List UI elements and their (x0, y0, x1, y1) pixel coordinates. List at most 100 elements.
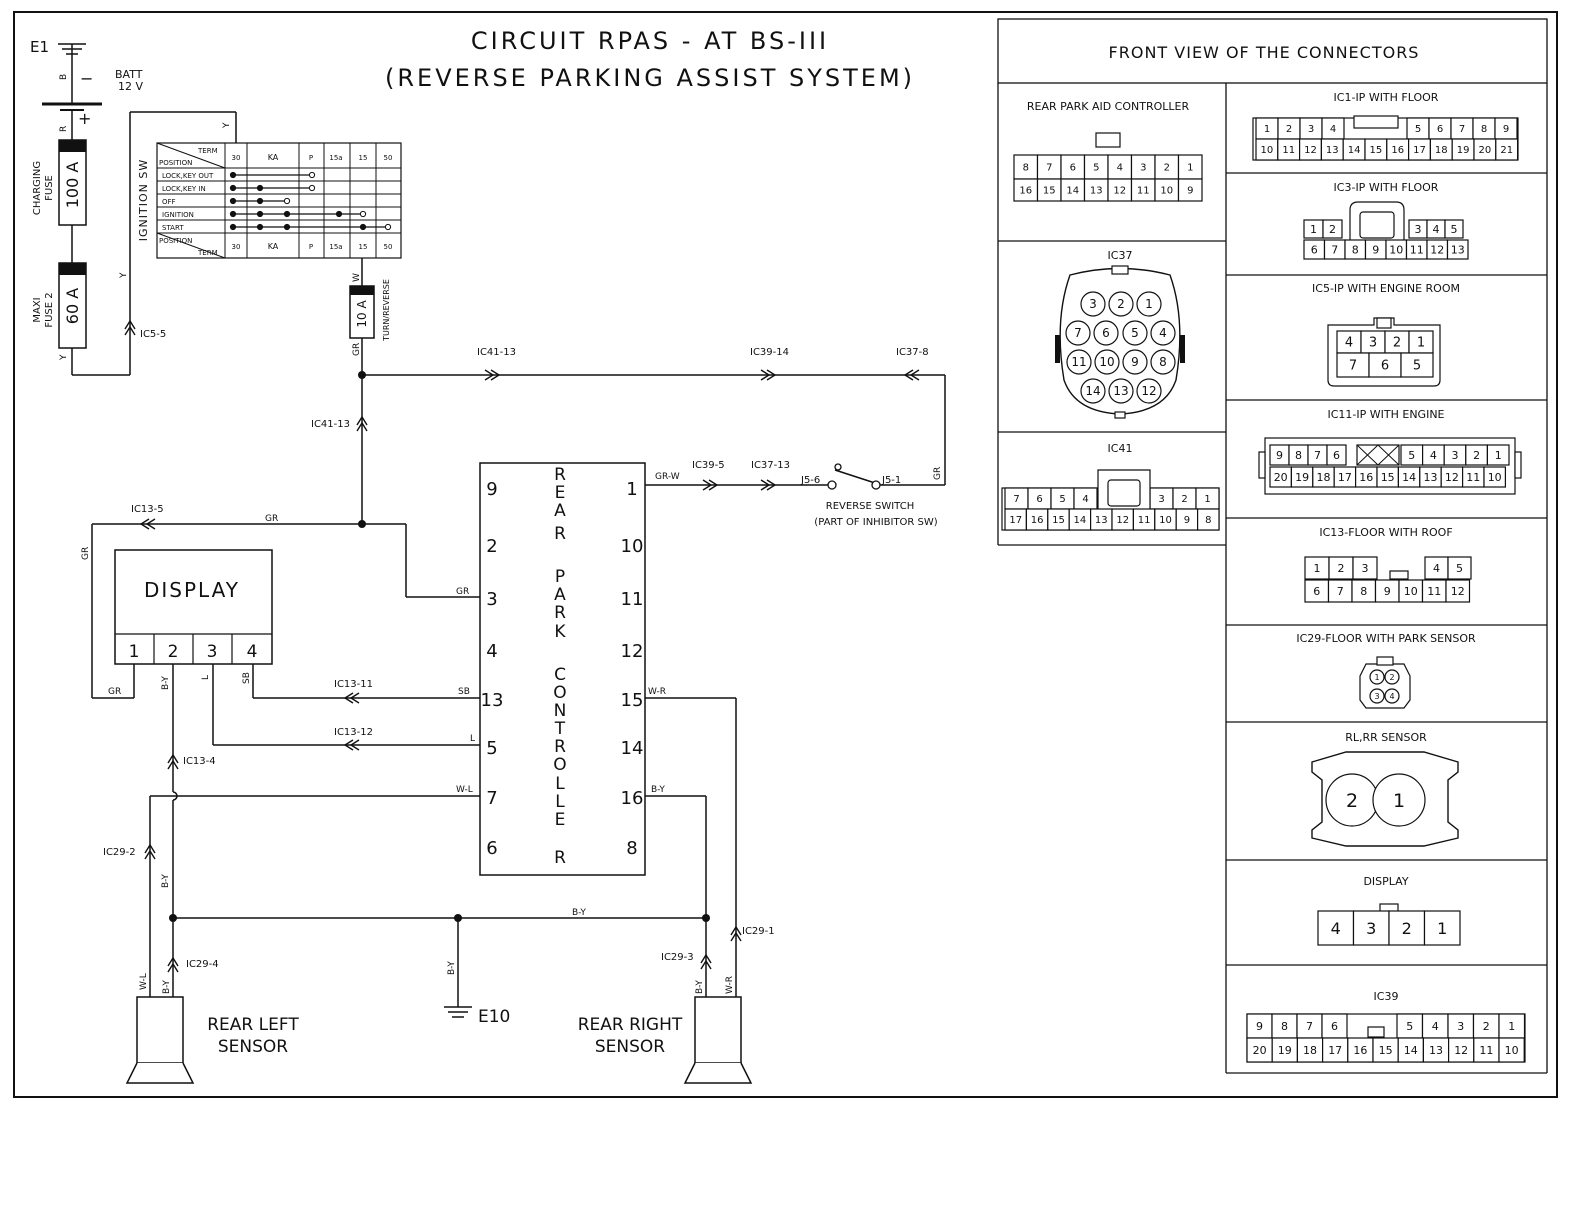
ic37-side (1180, 335, 1185, 363)
panel-header: FRONT VIEW OF THE CONNECTORS (1109, 43, 1420, 62)
rpac-pin: 7 (1046, 163, 1052, 174)
batt-plus: + (78, 109, 91, 128)
ic41-pin: 15 (1052, 515, 1065, 526)
ic39-cell (1422, 1037, 1450, 1063)
ic13-pin: 3 (1362, 562, 1369, 575)
ic11-pin: 13 (1424, 471, 1438, 484)
ic1-pin: 7 (1459, 124, 1465, 135)
controller-label-letter: O (553, 683, 566, 703)
wire-r-label: R (59, 126, 69, 132)
ign-row-label: LOCK,KEY IN (162, 185, 206, 193)
rlrr-cavity (1372, 773, 1426, 827)
ic39-pin: 8 (1281, 1020, 1288, 1033)
ic41-pin: 11 (1138, 515, 1151, 526)
controller-pin-right: 11 (621, 589, 644, 610)
ign-term: TERM (197, 147, 218, 155)
ic37-pin: 4 (1159, 326, 1167, 340)
reverse-switch-label: REVERSE SWITCH (826, 501, 914, 512)
ign-contact (283, 223, 291, 231)
ic3-pin: 12 (1430, 243, 1444, 256)
ic39-pin: 12 (1454, 1044, 1468, 1057)
ic37-pin: 11 (1071, 355, 1086, 369)
ic11-side (1514, 451, 1522, 479)
ic39-pin: 11 (1479, 1044, 1493, 1057)
ground-e10-label: E10 (478, 1007, 510, 1027)
rpac-pin: 13 (1090, 186, 1103, 197)
ignition-switch-table: TERMPOSITIONPOSITIONTERM3030KAKAPP15a15a… (156, 142, 402, 259)
controller-pin-right: 14 (621, 738, 644, 759)
ign-col-header: 30 (232, 154, 241, 162)
display-title: DISPLAY (144, 578, 240, 602)
ic3-title: IC3-IP WITH FLOOR (1334, 181, 1439, 194)
ic3-pin: 6 (1311, 243, 1318, 256)
ic13-pin: 11 (1427, 585, 1441, 598)
controller-label-letter: T (554, 719, 566, 739)
batt-minus: − (80, 69, 93, 88)
ic1-pin: 19 (1457, 145, 1470, 156)
ic1-title: IC1-IP WITH FLOOR (1334, 91, 1439, 104)
ic37-cavity (1108, 291, 1134, 317)
rpac-pin: 9 (1187, 186, 1193, 197)
controller-label-letter: C (554, 665, 566, 685)
rpac-latch (1095, 132, 1121, 148)
ic39-cell (1296, 1013, 1323, 1039)
ign-col-header: KA (268, 153, 279, 162)
ic11-pin: 17 (1338, 471, 1352, 484)
ic39-pin: 17 (1328, 1044, 1342, 1057)
rpac-pin: 5 (1093, 163, 1099, 174)
charging-fuse-label: CHARGING (32, 161, 43, 215)
batt-voltage: 12 V (118, 80, 143, 93)
ign-term: TERM (197, 249, 218, 257)
rlrr-pin: 2 (1346, 790, 1358, 812)
wire-by-label: B-Y (162, 980, 172, 994)
wire-l-label: L (470, 734, 475, 744)
ic13-pin: 2 (1338, 562, 1345, 575)
disp-conn-cell (1423, 910, 1461, 946)
wire-y-label: Y (222, 122, 232, 129)
ic29-pin: 2 (1389, 673, 1394, 682)
ign-contact (256, 197, 264, 205)
ic5-cell (1336, 352, 1370, 378)
rpac-pin: 3 (1140, 163, 1146, 174)
controller-pin-left: 9 (486, 479, 497, 500)
ic5-pin: 2 (1393, 336, 1401, 351)
ic41-pin: 16 (1031, 515, 1044, 526)
controller-pin-left: 7 (486, 788, 497, 809)
ign-contact (283, 197, 291, 205)
ic1-pin: 11 (1282, 145, 1295, 156)
ic1-pin: 13 (1326, 145, 1339, 156)
controller-label-letter: L (555, 774, 565, 794)
conn-ic29-1: IC29-1 (742, 926, 775, 937)
ic11-pin: 7 (1314, 449, 1321, 462)
controller-pin-left: 2 (486, 536, 497, 557)
ign-contact (308, 184, 316, 192)
ic11-pin: 1 (1495, 449, 1502, 462)
ic3-pin: 3 (1415, 223, 1422, 236)
ign-diag (156, 142, 226, 169)
controller-label-letter: R (554, 465, 566, 485)
ic37-cavity (1094, 349, 1120, 375)
ic41-pin: 12 (1116, 515, 1129, 526)
rpac-pin: 1 (1187, 163, 1193, 174)
ic11-pin: 19 (1295, 471, 1309, 484)
ign-row-label: START (162, 224, 184, 232)
ic13-pin: 1 (1314, 562, 1321, 575)
ic37-pin: 7 (1074, 326, 1082, 340)
rpac-pin: 12 (1113, 186, 1126, 197)
battery (42, 43, 237, 376)
ic29-pin: 3 (1374, 692, 1379, 701)
wires (91, 374, 946, 1018)
ic41-pin: 3 (1158, 494, 1164, 505)
ic39-cell (1421, 1013, 1449, 1039)
ic1-pin: 18 (1435, 145, 1448, 156)
ic39-pin: 3 (1457, 1020, 1464, 1033)
disp-conn-pin: 4 (1331, 919, 1341, 938)
ic13-cell (1352, 556, 1378, 580)
conn-ic29-2: IC29-2 (103, 847, 136, 858)
controller-pin-right: 16 (621, 788, 644, 809)
rear-right-sensor-label2: SENSOR (595, 1037, 665, 1057)
ic41-title: IC41 (1108, 442, 1133, 455)
ic1-pin: 2 (1286, 124, 1292, 135)
ic11-pin: 5 (1408, 449, 1415, 462)
batt-label: BATT (115, 68, 143, 81)
